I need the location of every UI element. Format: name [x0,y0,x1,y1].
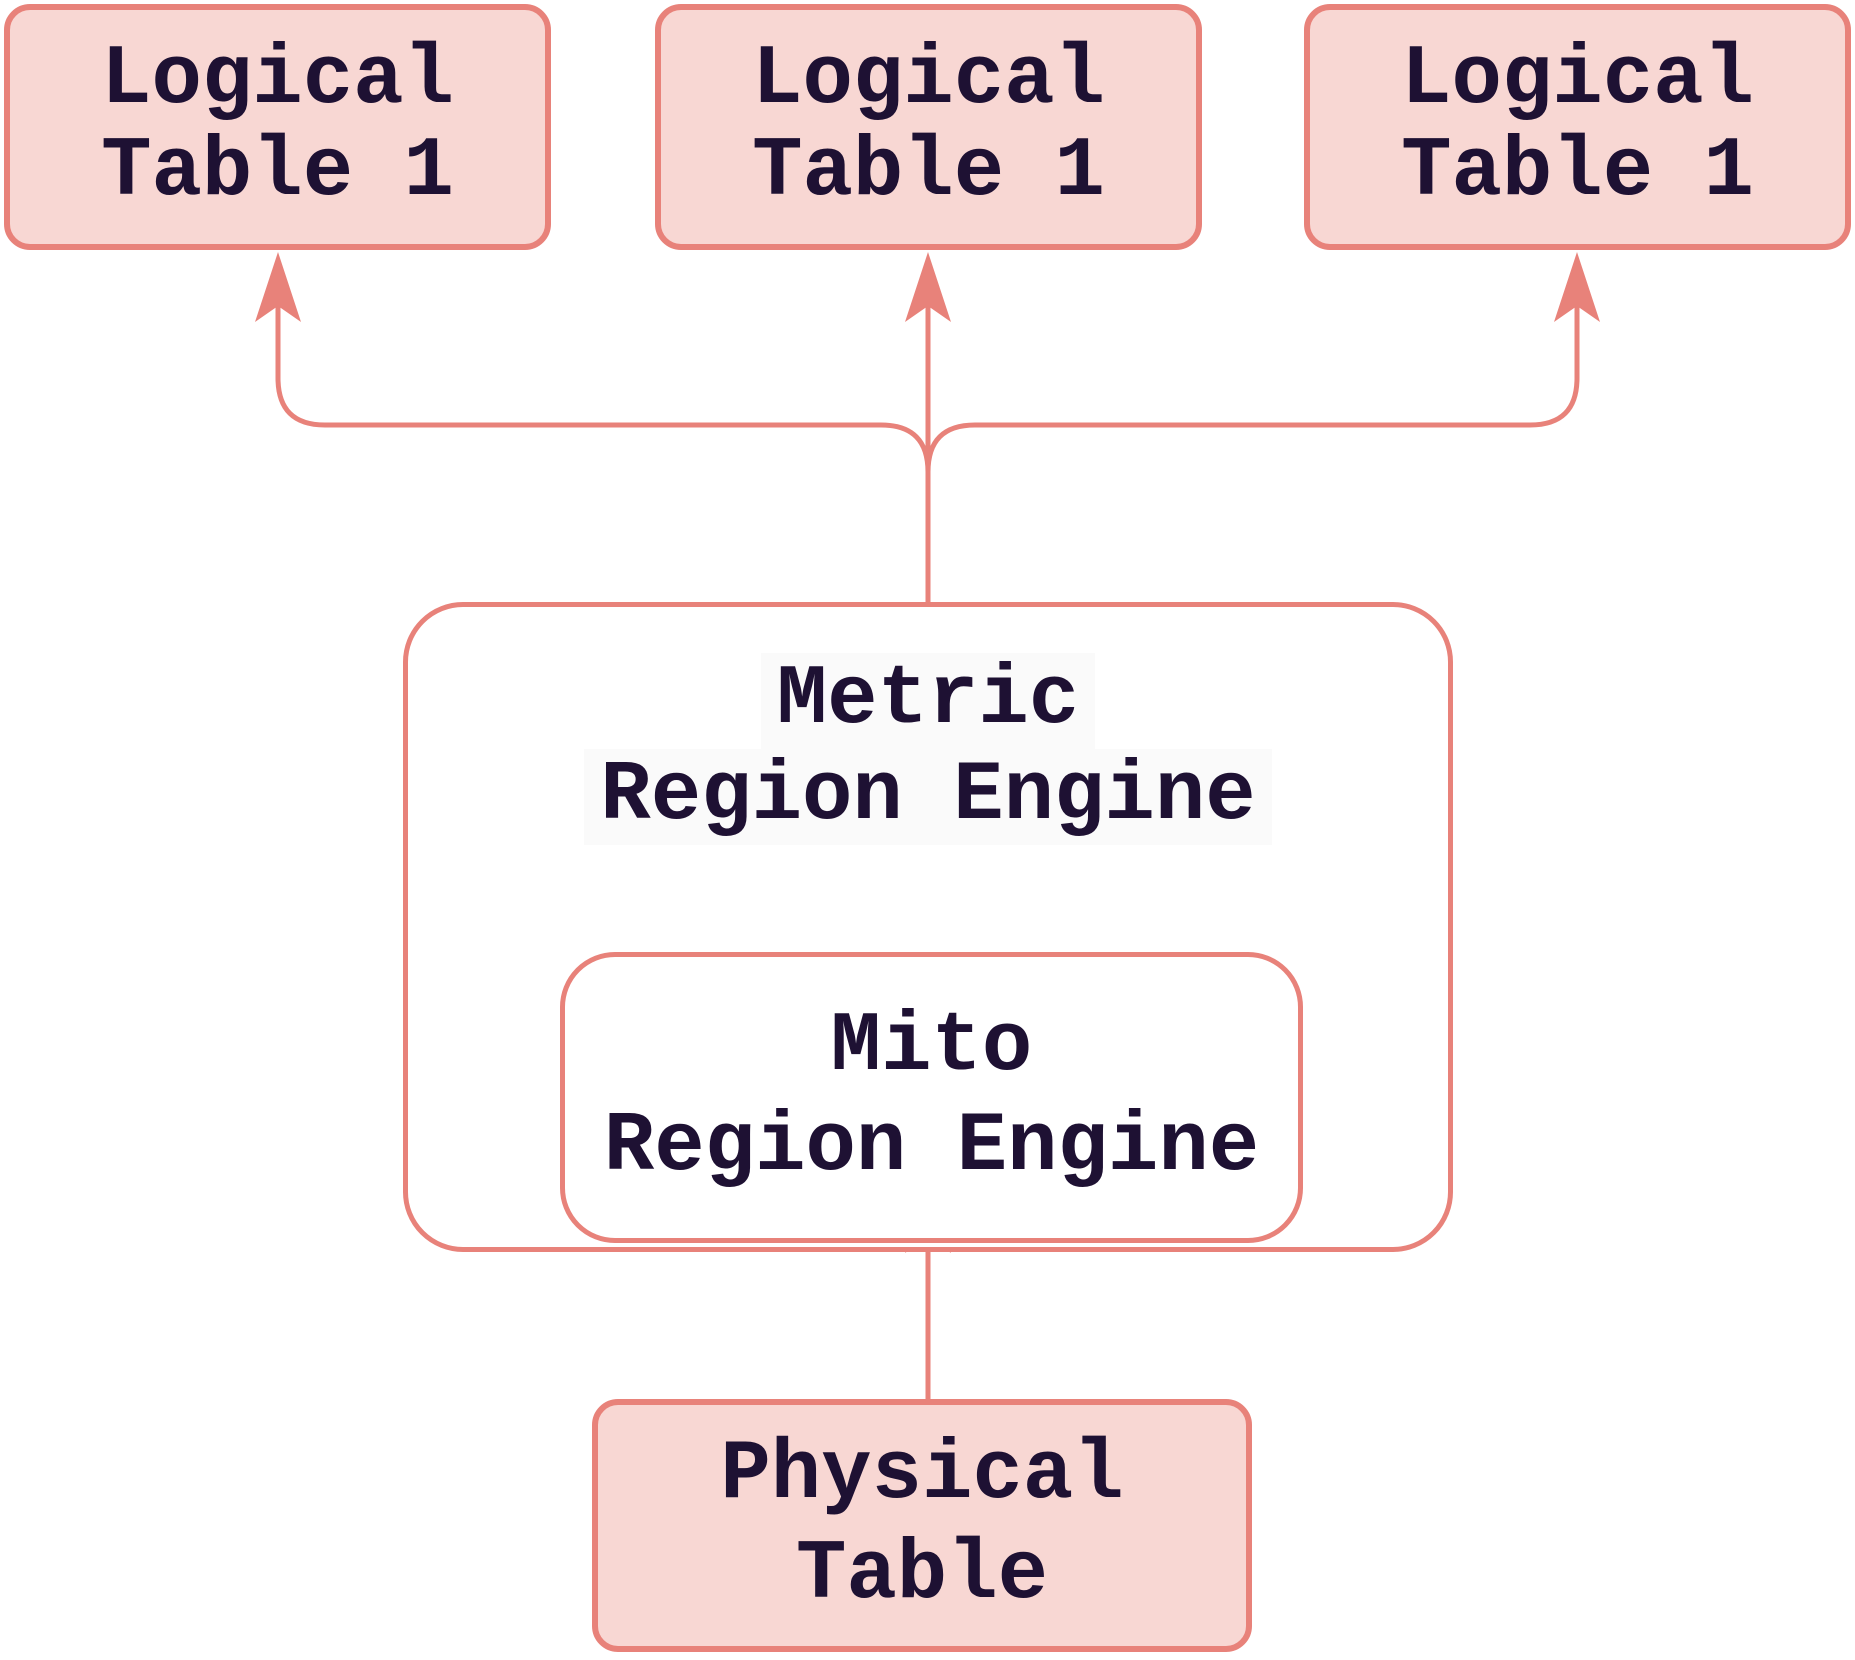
node-label-line: Table 1 [752,125,1105,220]
node-mito-region-engine: Mito Region Engine [560,952,1303,1243]
node-label-line: Table [795,1527,1049,1623]
node-logical-table-right: Logical Table 1 [1304,4,1851,250]
arrowhead-left-icon [255,252,301,322]
node-label-line: Region Engine [584,749,1272,845]
node-label-line: Mito [830,999,1033,1095]
node-label-line: Region Engine [603,1099,1260,1195]
node-label-line: Logical [752,33,1105,128]
node-label-line: Logical [1401,33,1754,128]
node-physical-table: Physical Table [592,1399,1252,1652]
arrowhead-right-icon [1554,252,1600,322]
node-label-line: Table 1 [1401,125,1754,220]
node-label-line: Table 1 [101,125,454,220]
arrowhead-middle-icon [905,252,951,322]
node-logical-table-middle: Logical Table 1 [655,4,1202,250]
arrow-metric-to-logical-right [925,306,1580,473]
node-label-line: Logical [101,33,454,128]
node-label-line: Physical [720,1427,1124,1523]
node-label-line: Metric [760,653,1096,749]
node-logical-table-left: Logical Table 1 [4,4,551,250]
arrow-metric-to-logical-left [275,306,931,473]
